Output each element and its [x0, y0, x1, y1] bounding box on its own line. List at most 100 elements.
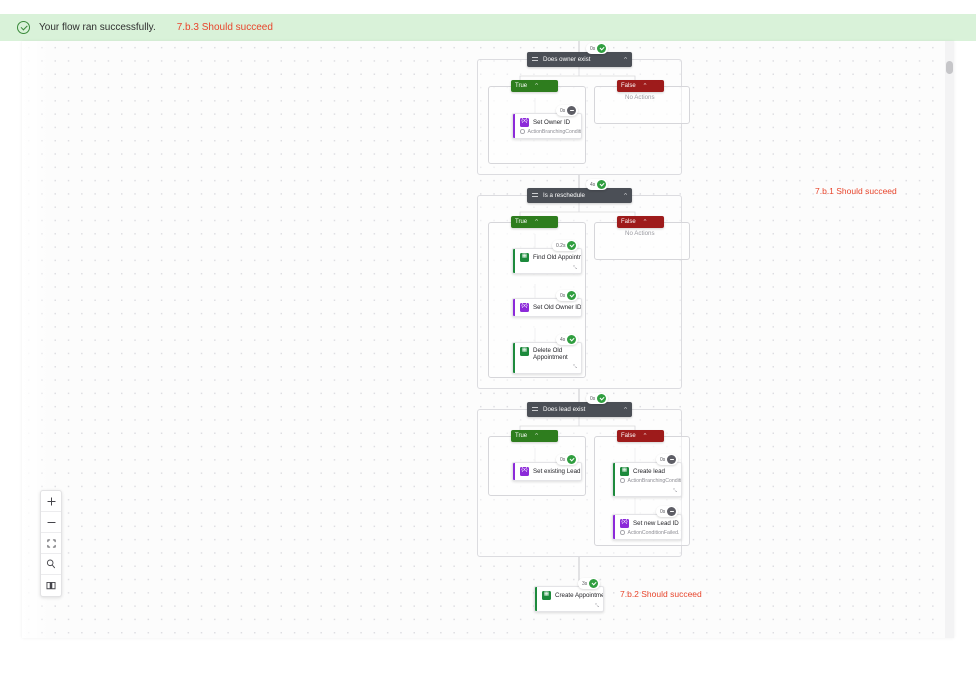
branch-label: False	[621, 219, 636, 225]
accent-bar	[513, 249, 516, 273]
status-skipped-icon	[667, 507, 677, 516]
accent-bar	[513, 114, 516, 138]
badge-duration: 0.2s	[556, 242, 566, 249]
action-title: Set existing Lead ID	[533, 467, 581, 475]
branch-label: False	[621, 433, 636, 439]
minimap-button[interactable]	[41, 575, 61, 596]
status-ok-icon	[567, 291, 577, 300]
status-ok-icon	[567, 455, 577, 464]
action-card-find-old-appointment[interactable]: ▦ Find Old Appointment ⤡	[512, 248, 582, 274]
badge-duration: 0s	[660, 456, 666, 463]
branch-pill-true-2[interactable]: True ^	[511, 216, 558, 228]
condition-does-lead-exist[interactable]: Does lead exist ^	[527, 402, 632, 417]
action-title: Set Old Owner ID	[533, 303, 582, 311]
chevron-up-icon[interactable]: ^	[624, 406, 627, 413]
branch-label: True	[515, 433, 528, 439]
accent-bar	[613, 463, 616, 496]
action-card-set-new-lead-id[interactable]: {x} Set new Lead ID ActionConditionFaile…	[612, 514, 682, 540]
flow-graph: Does owner exist ^ 0s True ^ False ^ No …	[22, 41, 954, 638]
badge-duration: 0s	[560, 456, 566, 463]
resize-handle-icon[interactable]: ⤡	[672, 487, 677, 494]
search-zoom-button[interactable]	[41, 554, 61, 575]
action-card-set-existing-lead-id[interactable]: {x} Set existing Lead ID	[512, 462, 582, 481]
chevron-up-icon[interactable]: ^	[643, 433, 647, 439]
accent-bar	[513, 299, 516, 316]
condition-icon	[532, 192, 538, 199]
record-icon: ▦	[520, 346, 529, 356]
accent-bar	[513, 343, 516, 373]
action-title: Create lead	[633, 467, 665, 475]
accent-bar	[513, 463, 516, 480]
record-icon: ▦	[620, 466, 629, 476]
action-card-create-appointment[interactable]: ▦ Create Appointment ⤡	[534, 586, 604, 612]
annotation-7b2: 7.b.2 Should succeed	[620, 589, 702, 599]
action-title: Set Owner ID	[533, 118, 571, 126]
status-badge-set-existing-lead-id: 0s	[556, 454, 579, 465]
badge-duration: 0s	[560, 292, 566, 299]
chevron-up-icon[interactable]: ^	[643, 219, 647, 225]
info-icon	[620, 478, 625, 483]
condition-icon	[532, 56, 538, 63]
status-badge-delete-old-appointment: 4s	[556, 334, 579, 345]
chevron-up-icon[interactable]: ^	[535, 433, 538, 439]
info-icon	[620, 530, 625, 535]
status-skipped-icon	[667, 455, 677, 464]
action-title: Delete Old	[533, 346, 563, 354]
badge-duration: 0s	[660, 508, 666, 515]
chevron-up-icon[interactable]: ^	[535, 83, 538, 89]
vertical-scrollbar-thumb[interactable]	[946, 61, 953, 74]
vertical-scrollbar-track[interactable]	[945, 41, 954, 638]
status-ok-icon	[567, 335, 577, 344]
accent-bar	[535, 587, 538, 611]
chevron-up-icon[interactable]: ^	[535, 219, 538, 225]
branch-pill-true-1[interactable]: True ^	[511, 80, 558, 92]
action-card-create-lead[interactable]: ▦ Create lead ActionBranchingCondition..…	[612, 462, 682, 497]
condition-is-a-reschedule[interactable]: Is a reschedule ^	[527, 188, 632, 203]
variable-icon: {x}	[620, 518, 629, 528]
branch-pill-false-2[interactable]: False ^	[617, 216, 664, 228]
success-banner: Your flow ran successfully. 7.b.3 Should…	[0, 14, 976, 41]
branch-pill-false-1[interactable]: False ^	[617, 80, 664, 92]
condition-title: Does lead exist	[543, 406, 586, 413]
badge-duration: 4s	[590, 181, 596, 188]
status-ok-icon	[567, 241, 577, 250]
resize-handle-icon[interactable]: ⤡	[594, 602, 599, 609]
action-title: Find Old Appointment	[533, 253, 581, 261]
fit-to-screen-button[interactable]	[41, 533, 61, 554]
banner-annotation: 7.b.3 Should succeed	[176, 22, 273, 33]
action-card-delete-old-appointment[interactable]: ▦ Delete Old Appointment ⤡	[512, 342, 582, 374]
resize-handle-icon[interactable]: ⤡	[572, 364, 577, 370]
resize-handle-icon[interactable]: ⤡	[572, 264, 577, 271]
condition-does-owner-exist[interactable]: Does owner exist ^	[527, 52, 632, 67]
chevron-up-icon[interactable]: ^	[624, 192, 627, 199]
record-icon: ▦	[520, 252, 529, 262]
chevron-up-icon[interactable]: ^	[643, 83, 647, 89]
record-icon: ▦	[542, 590, 551, 600]
status-badge-create-appointment: 3s	[578, 578, 601, 589]
variable-icon: {x}	[520, 302, 529, 312]
branch-pill-false-3[interactable]: False ^	[617, 430, 664, 442]
no-actions-label-2: No Actions	[625, 230, 655, 237]
zoom-out-button[interactable]	[41, 512, 61, 533]
action-card-set-old-owner-id[interactable]: {x} Set Old Owner ID	[512, 298, 582, 317]
action-title-line2: Appointment	[533, 354, 568, 361]
info-icon	[520, 129, 525, 134]
chevron-up-icon[interactable]: ^	[624, 56, 627, 63]
badge-duration: 3s	[582, 580, 588, 587]
check-circle-icon	[17, 21, 30, 34]
action-card-set-owner-id[interactable]: {x} Set Owner ID ActionBranchingConditio…	[512, 113, 582, 139]
status-ok-icon	[597, 44, 607, 53]
branch-label: True	[515, 219, 528, 225]
no-actions-label-1: No Actions	[625, 94, 655, 101]
badge-duration: 0s	[590, 395, 596, 402]
variable-icon: {x}	[520, 117, 529, 127]
action-title: Set new Lead ID	[633, 519, 679, 527]
status-skipped-icon	[567, 106, 577, 115]
zoom-in-button[interactable]	[41, 491, 61, 512]
status-ok-icon	[589, 579, 599, 588]
branch-pill-true-3[interactable]: True ^	[511, 430, 558, 442]
badge-duration: 0s	[560, 107, 566, 114]
status-badge-does-owner-exist: 0s	[586, 43, 609, 54]
flow-canvas[interactable]: Does owner exist ^ 0s True ^ False ^ No …	[22, 41, 954, 638]
branch-label: True	[515, 83, 528, 89]
